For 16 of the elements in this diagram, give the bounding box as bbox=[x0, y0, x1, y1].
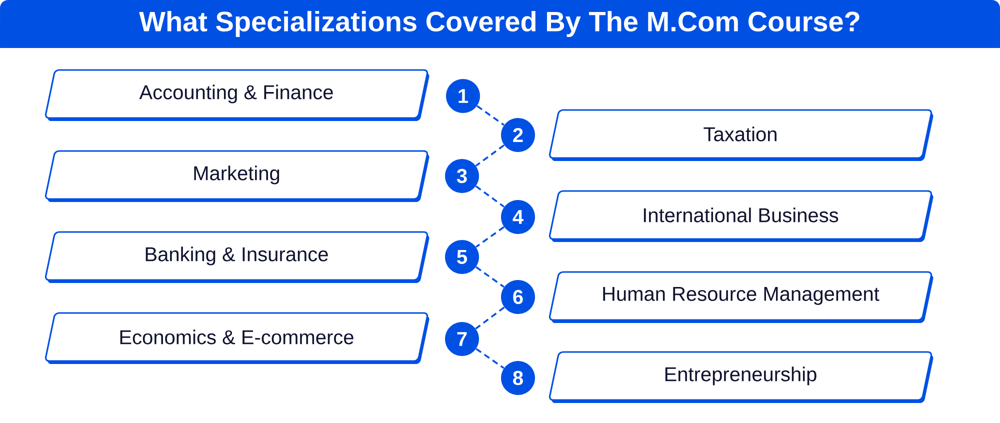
connector-line bbox=[476, 226, 504, 248]
parallelogram-box: Accounting & Finance bbox=[44, 69, 430, 121]
connector-line bbox=[475, 144, 505, 167]
parallelogram-box: Entrepreneurship bbox=[548, 351, 934, 403]
parallelogram-box: Banking & Insurance bbox=[44, 231, 430, 283]
connector-line bbox=[475, 185, 505, 208]
parallelogram-box: International Business bbox=[548, 190, 934, 242]
parallelogram-box: Human Resource Management bbox=[548, 271, 934, 323]
connector-line bbox=[476, 348, 504, 369]
connector-line bbox=[475, 306, 505, 330]
parallelogram-box: Taxation bbox=[548, 109, 934, 161]
connector-line bbox=[476, 266, 504, 288]
title-banner: What Specializations Covered By The M.Com Course? bbox=[0, 0, 1000, 48]
parallelogram-box: Marketing bbox=[44, 150, 430, 202]
connector-line bbox=[476, 105, 504, 126]
parallelogram-box: Economics & E-commerce bbox=[44, 312, 430, 364]
